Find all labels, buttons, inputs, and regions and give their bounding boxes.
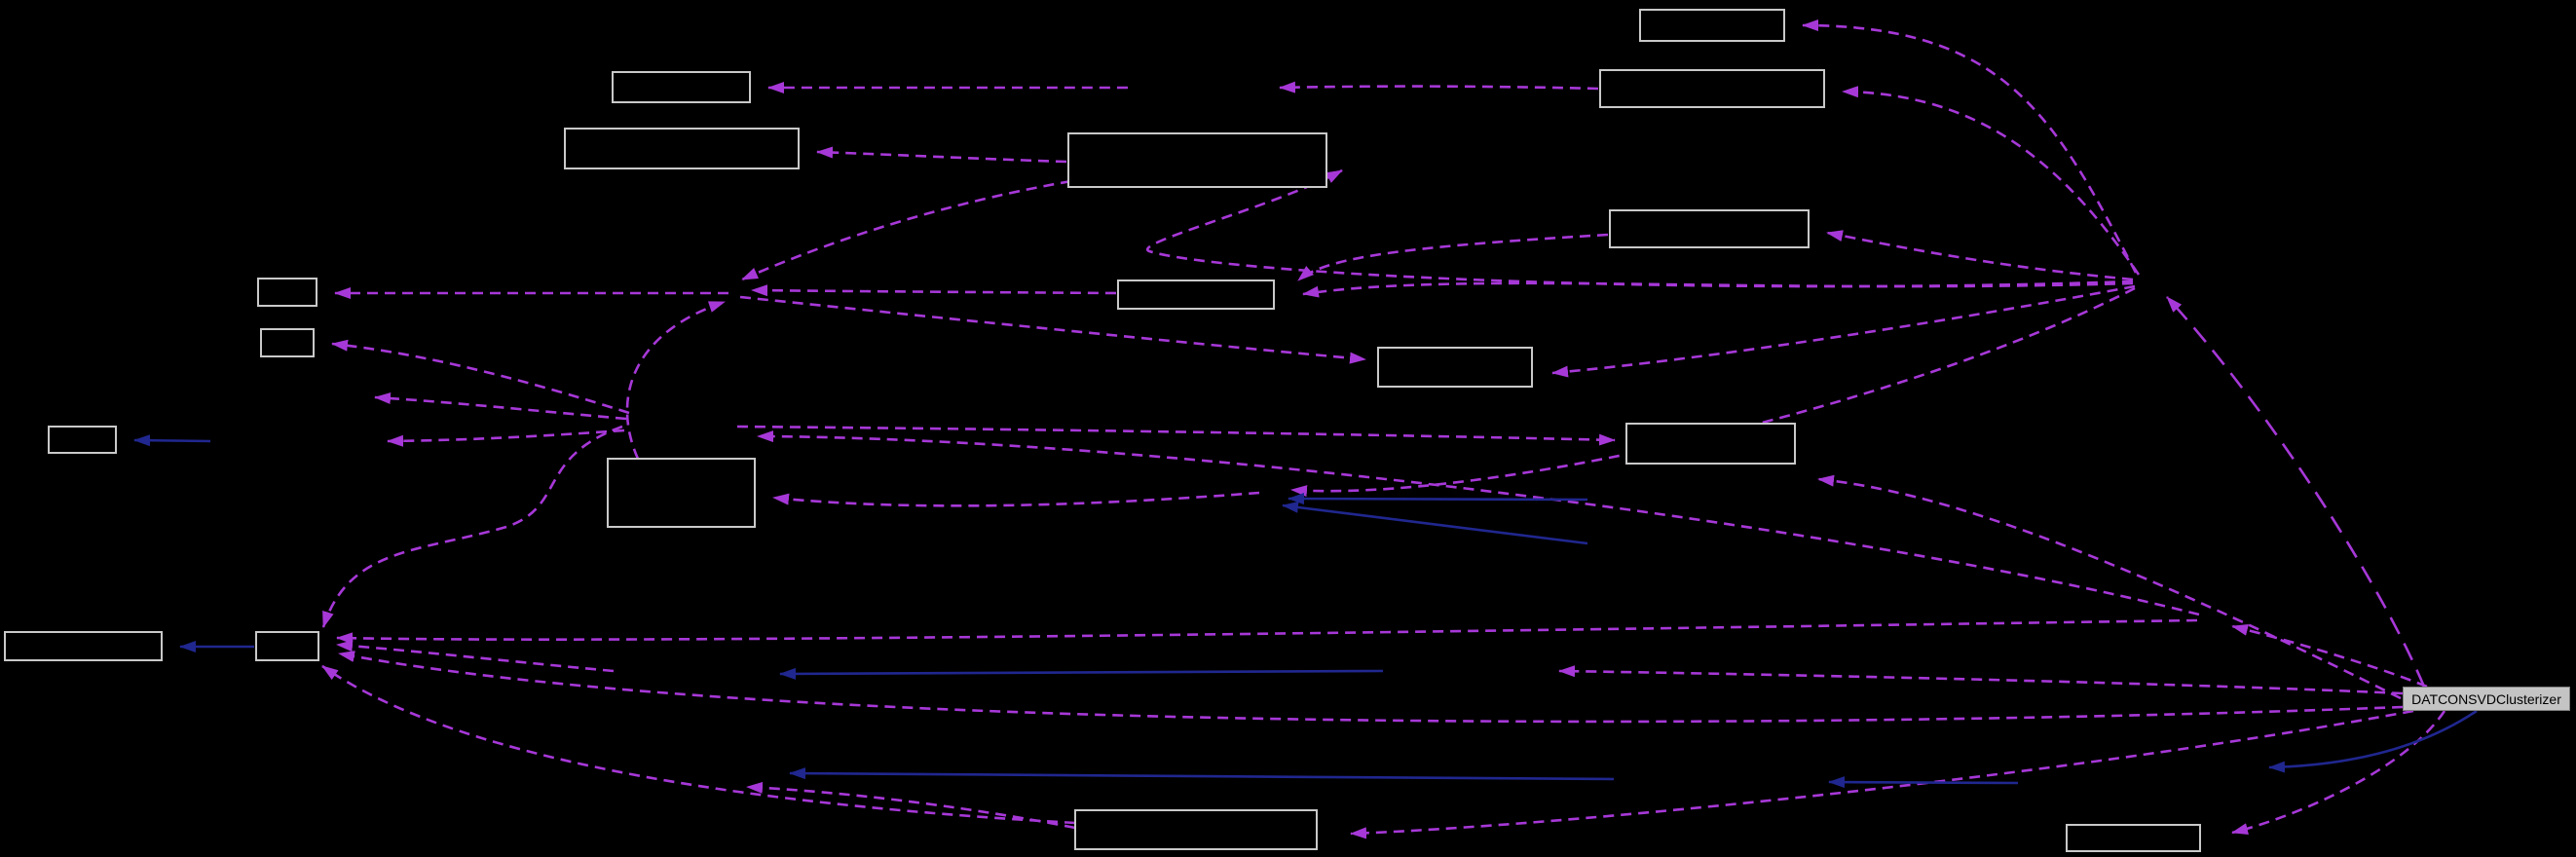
central-node-datconsvdclusterizer[interactable]: DATCONSVDClusterizer	[2403, 687, 2570, 711]
solid-edge-group	[133, 434, 2478, 789]
edge-node-3-to-hub-x	[1279, 81, 1599, 93]
edge-central-to-node-16	[1350, 709, 2414, 839]
edge-blue-hub-j-to-hub-g	[1828, 776, 2019, 789]
edge-blue-hub-m-to-hub-l	[1288, 493, 1588, 505]
graph-node-2[interactable]	[612, 71, 751, 103]
graph-node-3[interactable]	[1599, 69, 1825, 108]
edge-central-to-node-12	[1817, 474, 2402, 700]
edge-hub-c-to-hub-o	[374, 392, 627, 421]
graph-node-6[interactable]	[1609, 209, 1810, 248]
graph-node-13[interactable]	[607, 458, 756, 528]
edge-hub-b-to-node-10	[739, 295, 1366, 364]
edge-hub-d-to-node-15	[336, 640, 615, 673]
graph-node-15[interactable]	[255, 631, 319, 661]
graph-node-1[interactable]	[1639, 9, 1785, 42]
edge-central-to-hub-h	[2231, 624, 2428, 689]
edge-hub-a-to-node-10	[1551, 284, 2136, 378]
graph-node-9[interactable]	[260, 328, 315, 357]
edge-hub-h-to-node-15	[336, 618, 2198, 645]
edge-hub-l-to-node-13	[772, 491, 1260, 507]
edge-hub-c-to-node-9	[331, 339, 630, 415]
edge-node-5-to-node-4	[816, 146, 1067, 164]
edge-node-13-to-hub-b	[625, 300, 726, 460]
edge-hub-c-to-hub-p	[387, 428, 625, 447]
edge-node-7-to-hub-b	[751, 284, 1117, 297]
graph-node-10[interactable]	[1377, 347, 1533, 388]
edge-hub-a-to-node-7	[1302, 281, 2134, 298]
edge-blue-to-node-11	[133, 434, 211, 447]
graph-node-8[interactable]	[257, 278, 317, 307]
edge-node-16-to-hub-e	[746, 781, 1076, 830]
edge-hub-a-to-node-6	[1826, 230, 2134, 281]
edge-central-to-hub-f	[1558, 665, 2404, 695]
edge-hub-a-to-node-1	[1802, 19, 2138, 274]
edge-blue-hub-g-to-hub-e	[789, 767, 1615, 781]
graph-node-5[interactable]	[1067, 132, 1327, 188]
graph-node-4[interactable]	[564, 128, 800, 169]
edge-hub-a-to-node-3	[1842, 86, 2141, 276]
edge-node-5-to-hub-b	[741, 179, 1072, 281]
dashed-edge-group	[321, 19, 2446, 839]
graph-node-16[interactable]	[1074, 809, 1318, 850]
node-group	[4, 9, 2201, 852]
graph-node-14[interactable]	[4, 631, 163, 661]
edge-blue-hub-n-to-hub-l	[1282, 501, 1588, 545]
edge-central-to-hub-a	[2166, 296, 2426, 688]
edge-central-to-node-15	[338, 651, 2404, 724]
edge-hub-c-to-node-12	[736, 425, 1616, 446]
edge-node-16-to-node-15	[321, 664, 1076, 825]
graph-node-17[interactable]	[2066, 824, 2201, 852]
graph-node-12[interactable]	[1625, 423, 1796, 465]
edge-central-to-node-17	[2231, 710, 2446, 835]
graph-node-11[interactable]	[48, 426, 117, 454]
edge-blue-central-to-hub-i	[2268, 709, 2478, 773]
edge-hub-h-to-hub-c	[757, 430, 2200, 616]
edge-node-6-to-node-7	[1297, 233, 1609, 281]
graph-node-7[interactable]	[1117, 279, 1275, 310]
edge-hub-c-to-node-15	[321, 425, 623, 628]
edge-blue-hub-f-to-hub-d	[779, 667, 1384, 680]
